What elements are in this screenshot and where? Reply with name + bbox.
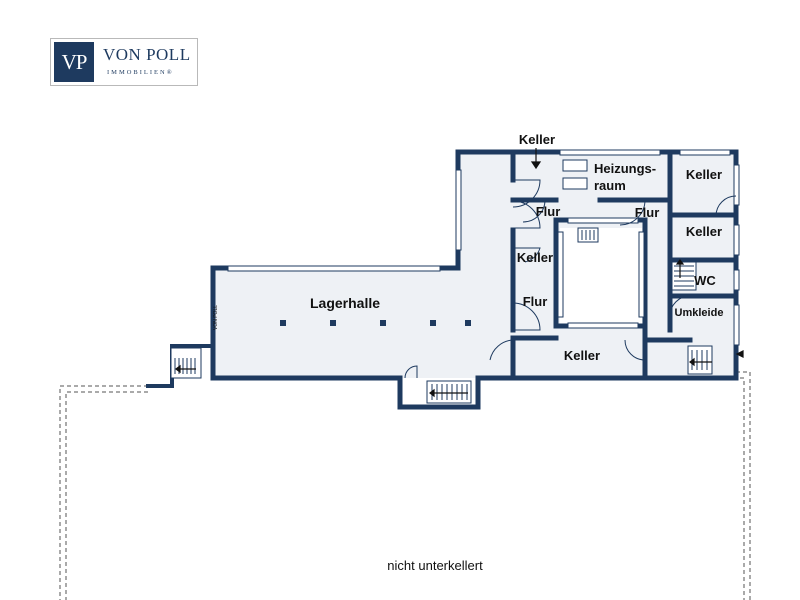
columns bbox=[280, 320, 471, 326]
boiler-units bbox=[562, 159, 588, 190]
door-swings bbox=[404, 179, 737, 379]
label-flur-3: Flur bbox=[523, 294, 548, 309]
label-keller-right-2: Keller bbox=[686, 224, 722, 239]
label-wc: WC bbox=[694, 273, 716, 288]
label-umkleide: Umkleide bbox=[675, 307, 724, 319]
von-poll-logo: VP VON POLL IMMOBILIEN® bbox=[50, 38, 198, 86]
label-keller-mid: Keller bbox=[517, 250, 553, 265]
label-lagerhalle: Lagerhalle bbox=[310, 295, 380, 311]
label-keller-top: Keller bbox=[519, 132, 555, 147]
arrows bbox=[175, 148, 744, 398]
logo-name: VON POLL bbox=[103, 45, 191, 64]
logo-subtitle: IMMOBILIEN® bbox=[107, 69, 174, 76]
label-keller-top-right: Keller bbox=[686, 167, 722, 182]
label-heizungsraum-line1: Heizungs- bbox=[594, 161, 656, 176]
label-heizungsraum-line2: raum bbox=[594, 178, 626, 193]
unbasemented-area-outline bbox=[59, 371, 751, 600]
stair-treads bbox=[174, 230, 708, 400]
logo-mark: VP bbox=[54, 42, 94, 82]
label-flur-2: Flur bbox=[635, 205, 660, 220]
windows bbox=[227, 149, 740, 346]
label-keller-bottom: Keller bbox=[564, 348, 600, 363]
label-flur-1: Flur bbox=[536, 204, 561, 219]
label-nicht-unterkellert: nicht unterkellert bbox=[387, 558, 483, 573]
floor-area bbox=[213, 152, 736, 378]
wall-watermark: VON POLL bbox=[213, 305, 219, 330]
inner-courtyard bbox=[560, 228, 642, 324]
